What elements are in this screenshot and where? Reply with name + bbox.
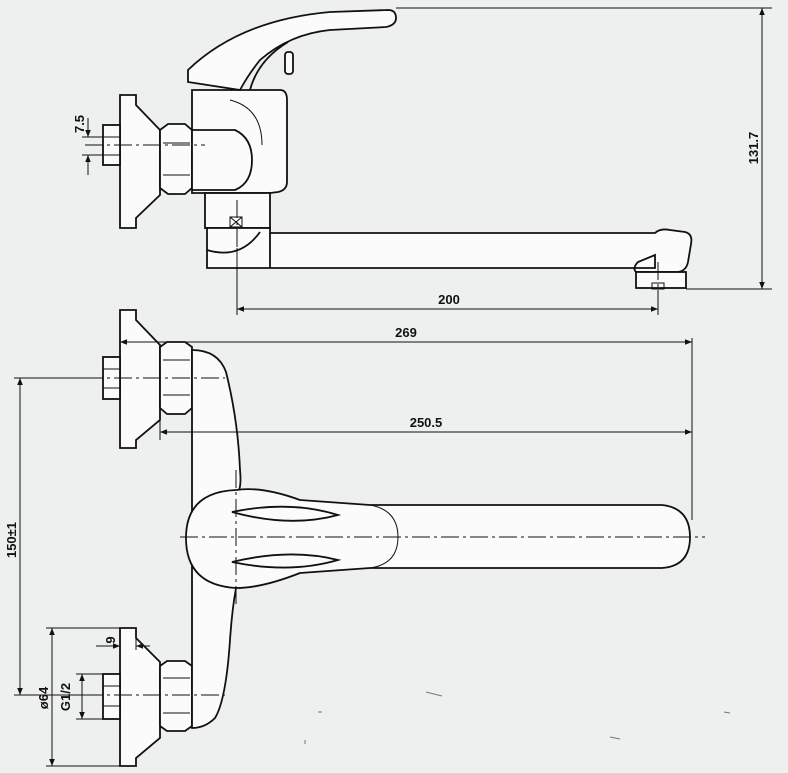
wall-flange-side (119, 94, 161, 229)
wall-flange-lower (119, 627, 161, 767)
side-view (85, 9, 693, 300)
dim-label-9: 9 (103, 636, 118, 643)
scan-artifacts (304, 691, 731, 744)
dim-label-7-5: 7.5 (72, 115, 87, 133)
inlet-lower (102, 673, 121, 720)
hex-nut-lower (159, 660, 193, 732)
handle-screw (284, 51, 294, 75)
dim-label-200: 200 (438, 292, 460, 307)
wall-flange-upper (119, 309, 161, 449)
dim-label-250-5: 250.5 (410, 415, 443, 430)
dimension-lines (14, 7, 772, 767)
dim-label-g12: G1/2 (58, 683, 73, 711)
dim-label-131-7: 131.7 (746, 132, 761, 165)
dim-label-150: 150±1 (4, 522, 19, 558)
aerator (635, 271, 687, 289)
dim-label-64: ø64 (36, 686, 51, 709)
hex-nut-side (159, 123, 193, 195)
front-view (85, 309, 705, 767)
mixer-body-side (191, 89, 288, 194)
lever-handle-side (187, 9, 397, 91)
dim-label-269: 269 (395, 325, 417, 340)
lever-handle-front (185, 488, 691, 589)
spout-side (206, 227, 693, 273)
